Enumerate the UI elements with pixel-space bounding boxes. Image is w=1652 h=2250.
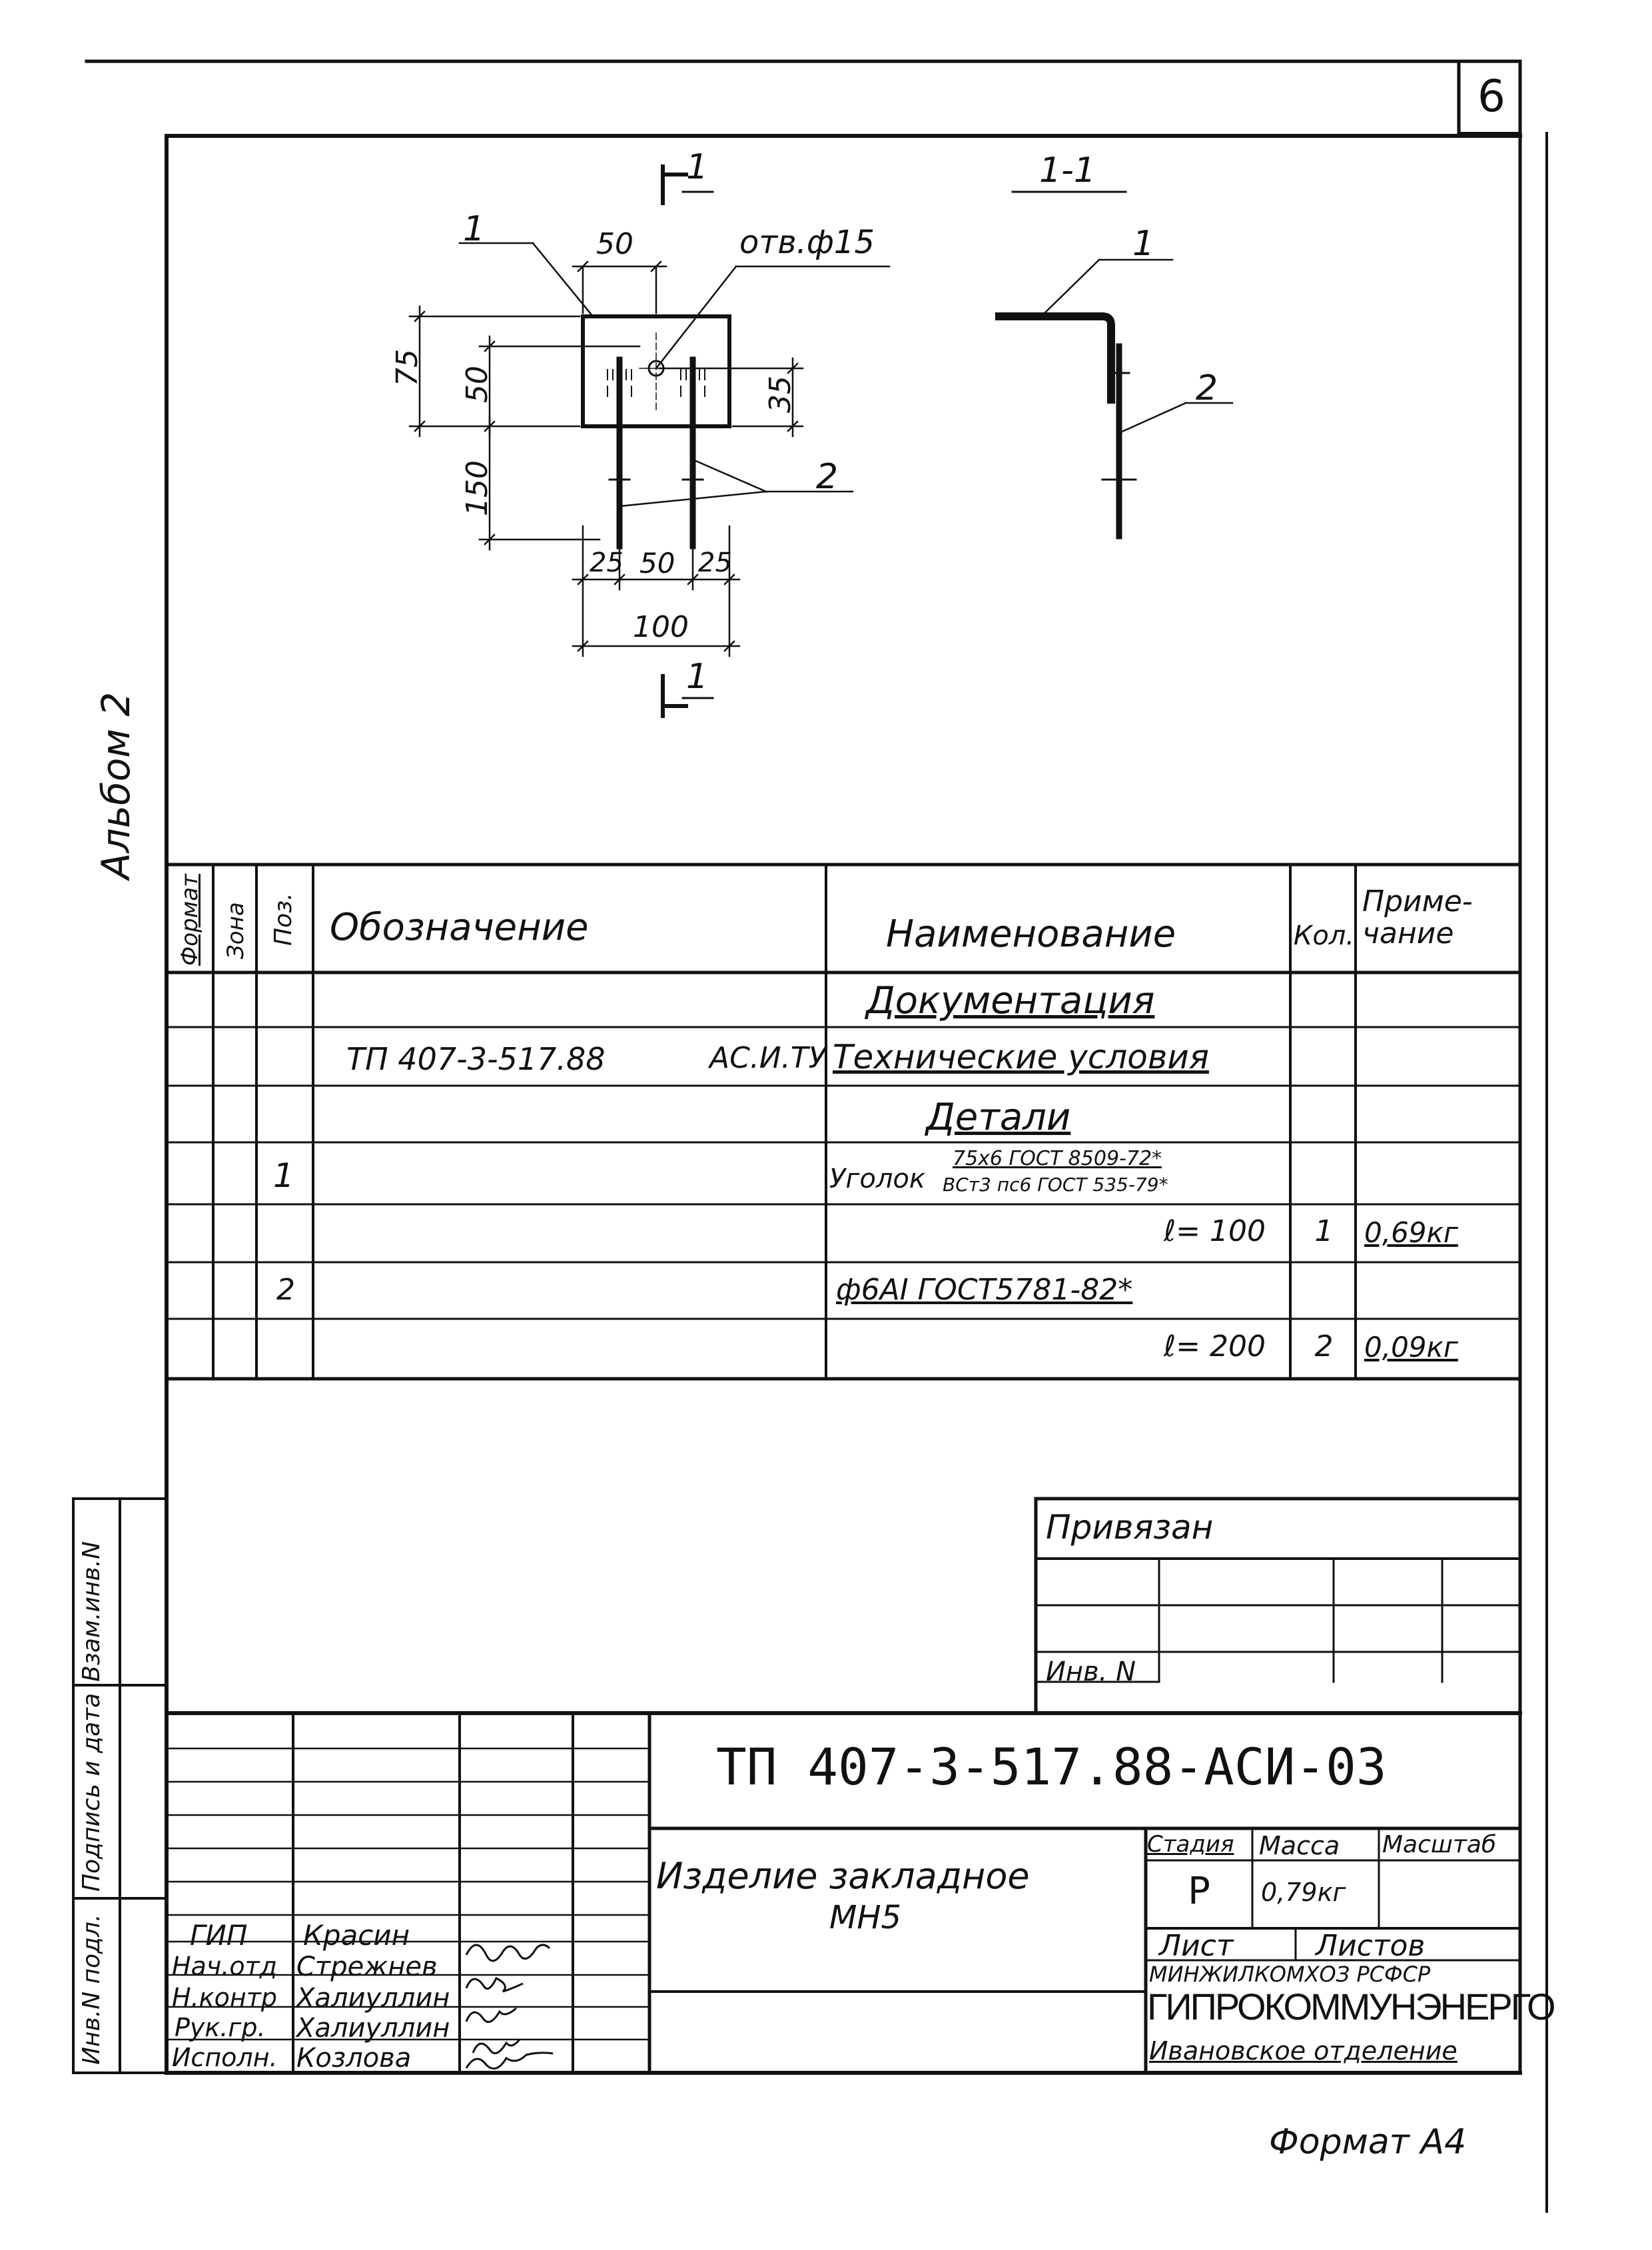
label-scale: Масштаб bbox=[1382, 1831, 1497, 1858]
dim-bottom-right-25: 25 bbox=[698, 548, 732, 578]
staff-name-3: Халиуллин bbox=[296, 1983, 450, 2014]
section-mark-top: 1 bbox=[686, 147, 709, 187]
row-4-name-upper: 75х6 ГОСТ 8509-72* bbox=[953, 1147, 1162, 1170]
row-2-designation: ТП 407-3-517.88 bbox=[346, 1041, 606, 1077]
label-mass: Масса bbox=[1259, 1831, 1340, 1860]
row-4-name: Уголок bbox=[829, 1164, 926, 1194]
binding-inventory-number: Инв. N bbox=[1046, 1657, 1136, 1687]
dim-top-50: 50 bbox=[596, 227, 633, 261]
row-6-position: 2 bbox=[276, 1273, 295, 1307]
row-7-name: ℓ= 200 bbox=[1163, 1329, 1266, 1363]
dim-bottom-mid-50: 50 bbox=[639, 547, 675, 579]
header-quantity: Кол. bbox=[1293, 921, 1355, 951]
dim-total-100: 100 bbox=[633, 610, 689, 644]
org-branch: Ивановское отделение bbox=[1149, 2036, 1457, 2065]
row-1-name: Документация bbox=[866, 979, 1155, 1022]
row-2-designation-code: АС.И.ТУ bbox=[709, 1041, 827, 1075]
org-institute: ГИПРОКОММУНЭНЕРГО bbox=[1147, 1986, 1555, 2028]
staff-role-2: Нач.отд bbox=[172, 1952, 278, 1981]
row-5-name: ℓ= 100 bbox=[1163, 1214, 1266, 1248]
position-2-label: 2 bbox=[816, 457, 839, 497]
row-2-name: Технические условия bbox=[833, 1038, 1209, 1076]
staff-name-2: Стрежнев bbox=[296, 1952, 438, 1982]
document-code: ТП 407-3-517.88-АСИ-03 bbox=[716, 1737, 1387, 1796]
header-name: Наименование bbox=[886, 913, 1176, 956]
staff-role-3: Н.контр bbox=[172, 1983, 277, 2012]
label-sheets: Листов bbox=[1316, 1929, 1426, 1963]
label-sheet: Лист bbox=[1159, 1929, 1234, 1963]
title-line-2: МН5 bbox=[829, 1899, 902, 1936]
page-number: 6 bbox=[1477, 71, 1505, 122]
row-3-name: Детали bbox=[926, 1096, 1071, 1139]
staff-name-5: Козлова bbox=[296, 2043, 412, 2073]
row-6-name: ф6АI ГОСТ5781-82* bbox=[836, 1273, 1133, 1307]
header-note: Приме-чание bbox=[1362, 885, 1473, 951]
dim-bottom-left-25: 25 bbox=[590, 548, 623, 578]
row-5-note: 0,69кг bbox=[1364, 1216, 1458, 1249]
row-5-quantity: 1 bbox=[1314, 1214, 1334, 1248]
staff-name-4: Халиуллин bbox=[296, 2013, 450, 2044]
header-designation: Обозначение bbox=[330, 906, 589, 949]
binding-privyazan: Привязан bbox=[1046, 1508, 1214, 1547]
section-position-2-label: 2 bbox=[1196, 368, 1218, 408]
row-4-position: 1 bbox=[273, 1156, 294, 1195]
section-position-1-label: 1 bbox=[1132, 224, 1155, 264]
section-mark-bottom: 1 bbox=[686, 657, 709, 697]
staff-role-1: ГИП bbox=[190, 1919, 248, 1952]
label-stage: Стадия bbox=[1147, 1831, 1234, 1858]
position-1-label: 1 bbox=[463, 209, 486, 249]
format-label: Формат А4 bbox=[1269, 2122, 1467, 2162]
staff-role-4: Рук.гр. bbox=[175, 2013, 266, 2042]
mass-value: 0,79кг bbox=[1261, 1878, 1346, 1907]
row-7-quantity: 2 bbox=[1314, 1329, 1334, 1363]
hole-note: отв.ф15 bbox=[739, 224, 875, 261]
staff-name-1: Красин bbox=[303, 1919, 410, 1952]
row-4-name-lower: ВСт3 пс6 ГОСТ 535-79* bbox=[943, 1174, 1168, 1196]
stage-value: Р bbox=[1188, 1870, 1210, 1913]
org-ministry: МИНЖИЛКОМХОЗ РСФСР bbox=[1149, 1962, 1431, 1987]
staff-role-5: Исполн. bbox=[172, 2043, 278, 2072]
title-line-1: Изделие закладное bbox=[656, 1855, 1030, 1897]
row-7-note: 0,09кг bbox=[1364, 1331, 1458, 1363]
section-title: 1-1 bbox=[1039, 151, 1096, 190]
